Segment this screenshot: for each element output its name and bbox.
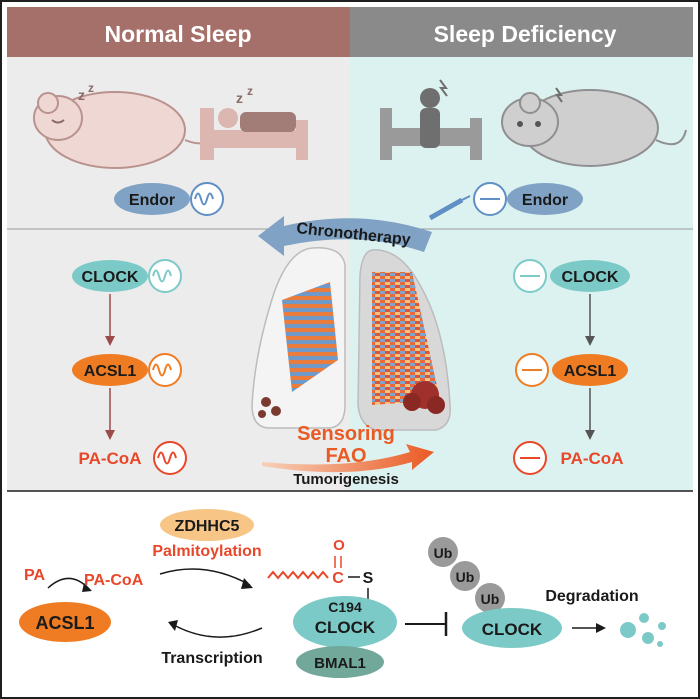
sleepless-mouse-icon bbox=[501, 87, 687, 167]
ub-label-3: Ub bbox=[481, 591, 500, 607]
degradation-label: Degradation bbox=[545, 588, 638, 605]
pa-coa-right-label: PA-CoA bbox=[561, 449, 624, 468]
oscillation-icon bbox=[157, 451, 177, 465]
right-chain: CLOCK ACSL1 PA-CoA bbox=[513, 259, 630, 475]
endor-rhythmic-left: Endor bbox=[114, 182, 224, 216]
clock-ubiquitinated-node bbox=[462, 608, 562, 648]
right-lung-icon bbox=[357, 249, 451, 431]
palmitoylation-arrow bbox=[159, 568, 251, 586]
ub-node-1 bbox=[428, 537, 458, 567]
zdhhc5-node bbox=[160, 509, 254, 541]
pa-coa-left-label: PA-CoA bbox=[79, 449, 142, 468]
left-chain: CLOCK ACSL1 PA-CoA bbox=[72, 259, 187, 475]
left-lung-icon bbox=[251, 247, 346, 429]
sleeping-bed-icon: z z bbox=[200, 84, 308, 160]
acsl1-bottom-node bbox=[19, 602, 111, 642]
c194-label: C194 bbox=[328, 599, 362, 615]
acsl1-left-label: ACSL1 bbox=[84, 363, 137, 380]
pa-label: PA bbox=[24, 567, 45, 584]
clock-left-label: CLOCK bbox=[82, 269, 139, 286]
palmitate-chain bbox=[267, 570, 329, 580]
palmitoylation-arrowhead bbox=[241, 578, 253, 589]
palmitoylation-label: Palmitoylation bbox=[152, 543, 261, 560]
sulfur-atom: S bbox=[363, 570, 374, 587]
oscillation-icon bbox=[194, 192, 214, 206]
degradation-arrowhead bbox=[596, 623, 606, 633]
tumorigenesis-label: Tumorigenesis bbox=[293, 471, 399, 488]
clock-palmitoylated-node bbox=[293, 596, 397, 648]
normal-sleep-header bbox=[7, 7, 350, 57]
carbonyl-carbon: C bbox=[332, 570, 344, 587]
oscillation-icon bbox=[152, 363, 172, 377]
ub-node-2 bbox=[450, 561, 480, 591]
ub-label-1: Ub bbox=[434, 545, 453, 561]
carbonyl-oxygen: O bbox=[333, 537, 345, 554]
degraded-fragments-icon bbox=[620, 613, 666, 647]
syringe-icon bbox=[428, 195, 471, 221]
endor-right-label: Endor bbox=[522, 192, 568, 209]
pa-coa-bottom-label: PA-CoA bbox=[84, 572, 144, 589]
sleep-deficiency-header bbox=[350, 7, 693, 57]
svg-text:z: z bbox=[247, 84, 253, 98]
ub-label-2: Ub bbox=[456, 569, 475, 585]
svg-text:z: z bbox=[88, 81, 94, 95]
transcription-label: Transcription bbox=[161, 650, 262, 667]
bmal1-label: BMAL1 bbox=[314, 655, 366, 672]
oscillation-icon bbox=[152, 269, 172, 283]
ub-node-3 bbox=[475, 583, 505, 613]
sleep-deficiency-title: Sleep Deficiency bbox=[434, 21, 617, 47]
sleeping-mouse-icon: z z bbox=[33, 81, 216, 169]
svg-text:z: z bbox=[78, 87, 85, 103]
sensoring-fao-arrow bbox=[262, 444, 434, 473]
endor-left-label: Endor bbox=[129, 192, 175, 209]
sensoring-label: Sensoring bbox=[297, 423, 395, 445]
clock-ub-label: CLOCK bbox=[482, 620, 543, 639]
fao-label: FAO bbox=[325, 445, 366, 467]
pa-arrowhead bbox=[82, 583, 92, 592]
bmal1-node bbox=[296, 646, 384, 678]
transcription-arrow bbox=[171, 623, 263, 638]
clock-bottom-label: CLOCK bbox=[315, 618, 376, 637]
zdhhc5-label: ZDHHC5 bbox=[175, 518, 240, 535]
clock-right-label: CLOCK bbox=[562, 269, 619, 286]
acsl1-bottom-label: ACSL1 bbox=[35, 613, 94, 633]
normal-sleep-title: Normal Sleep bbox=[105, 21, 252, 47]
sleepless-person-icon bbox=[380, 79, 482, 160]
svg-text:z: z bbox=[236, 90, 243, 106]
endor-arrhythmic-right: Endor bbox=[473, 182, 583, 216]
transcription-arrowhead bbox=[168, 620, 178, 631]
acsl1-right-label: ACSL1 bbox=[564, 363, 617, 380]
